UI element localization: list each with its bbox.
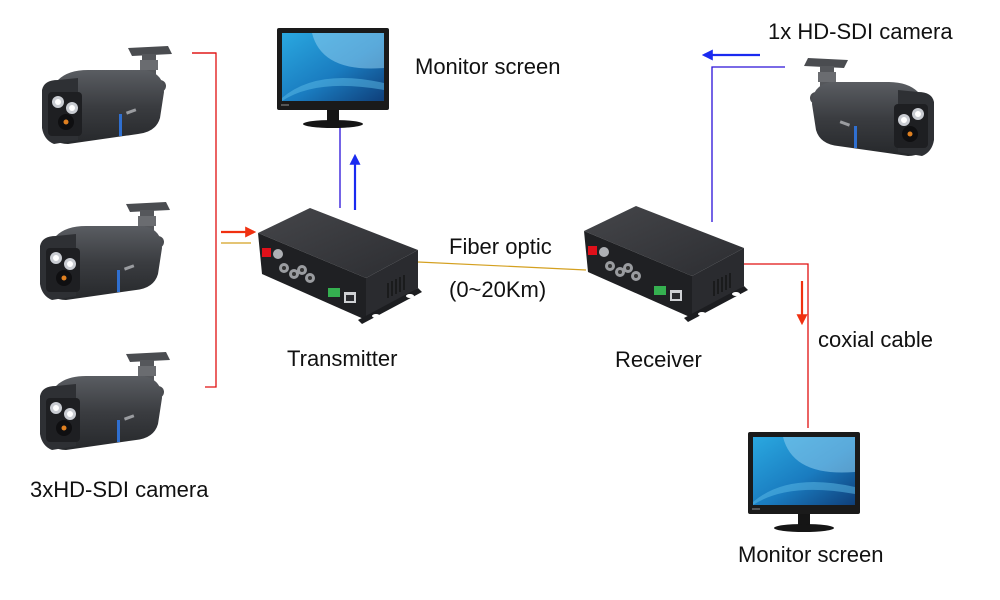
receiver-label: Receiver bbox=[615, 347, 702, 372]
fiber-range-label: (0~20Km) bbox=[449, 277, 547, 302]
transmitter-device bbox=[257, 207, 423, 325]
connections bbox=[192, 49, 809, 428]
camera-bus-line bbox=[192, 52, 217, 388]
camera-right-label: 1x HD-SDI camera bbox=[768, 19, 953, 44]
monitor-top-label: Monitor screen bbox=[415, 54, 561, 79]
receiver-device bbox=[583, 205, 749, 323]
video-line-from-right-camera bbox=[711, 66, 785, 222]
fiber-optic-line bbox=[417, 261, 587, 271]
camera-2 bbox=[40, 202, 170, 300]
camera-1 bbox=[42, 46, 172, 144]
monitor-bottom-label: Monitor screen bbox=[738, 542, 884, 567]
coax-label: coxial cable bbox=[818, 327, 933, 352]
cameras-left-label: 3xHD-SDI camera bbox=[30, 477, 209, 502]
camera-right bbox=[804, 58, 934, 156]
monitor-top bbox=[277, 28, 389, 128]
monitor-bottom bbox=[748, 432, 860, 532]
fiber-label: Fiber optic bbox=[449, 234, 552, 259]
camera-3 bbox=[40, 352, 170, 450]
coax-line-to-bottom-monitor bbox=[742, 263, 809, 428]
transmitter-label: Transmitter bbox=[287, 346, 398, 371]
